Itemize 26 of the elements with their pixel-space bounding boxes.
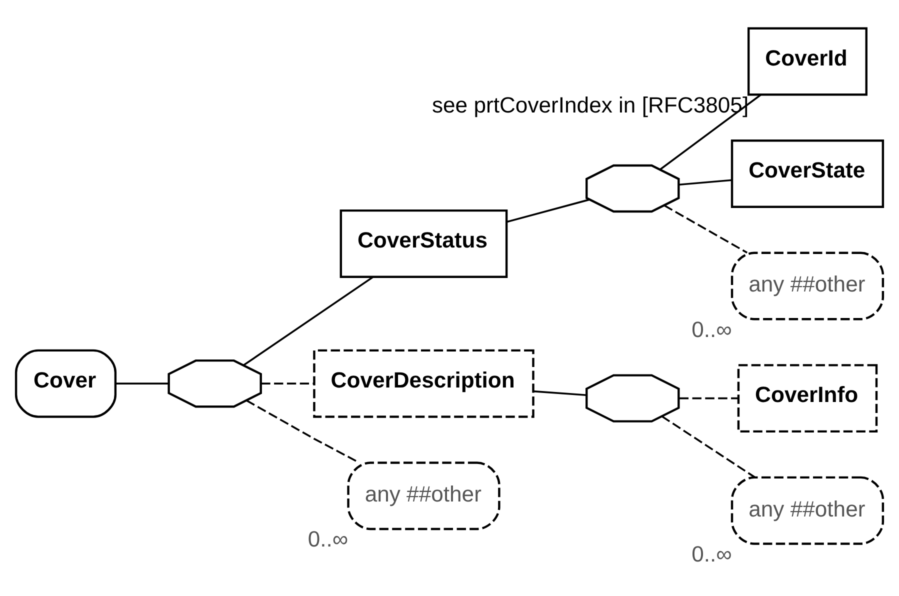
node-box: CoverStatus: [340, 209, 508, 278]
node-octagon: [586, 164, 680, 213]
node-box: any ##other: [730, 252, 884, 320]
connector: [679, 397, 738, 400]
connector: [660, 94, 762, 170]
connector: [261, 382, 314, 384]
node-label: see prtCoverIndex in [RFC3805]: [432, 92, 749, 118]
connector: [506, 198, 590, 223]
connector: [116, 382, 169, 384]
node-box: CoverState: [730, 140, 884, 208]
connector: [661, 416, 756, 478]
node-box: any ##other: [347, 462, 500, 530]
node-box: CoverDescription: [313, 349, 534, 418]
connector: [534, 390, 587, 396]
node-label: 0..∞: [308, 526, 348, 552]
node-label: 0..∞: [692, 316, 732, 342]
node-box: CoverInfo: [737, 364, 878, 433]
node-box: any ##other: [730, 476, 884, 545]
node-box: CoverId: [747, 27, 868, 96]
connector: [243, 276, 374, 366]
node-label: 0..∞: [692, 541, 732, 566]
node-octagon: [168, 359, 262, 408]
node-octagon: [586, 374, 680, 422]
connector: [679, 179, 732, 186]
node-box: Cover: [14, 349, 117, 418]
connector: [664, 204, 748, 254]
